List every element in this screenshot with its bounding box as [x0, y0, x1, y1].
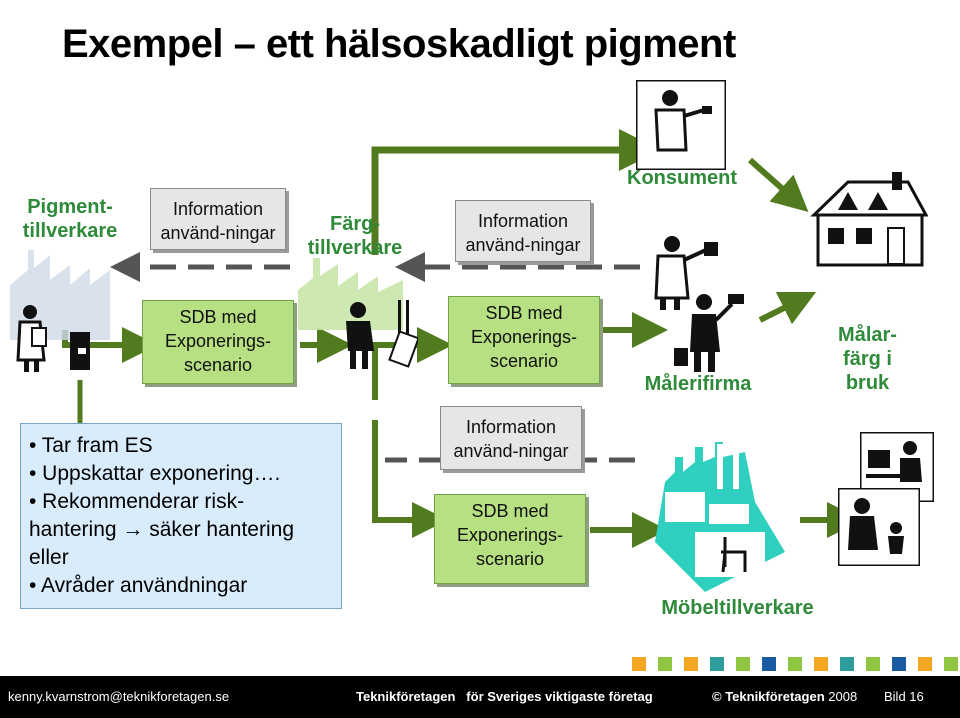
decor-square [788, 657, 802, 671]
sdb-line1: SDB med [471, 501, 549, 521]
actor-mobeltillverkare: Möbeltillverkare [661, 597, 814, 619]
sdb-box-3: SDB med Exponerings- scenario [434, 494, 586, 584]
pigment-factory-icon [10, 250, 110, 340]
furniture-factory-icon [655, 442, 785, 592]
bullet-list-box: • Tar fram ES • Uppskattar exponering…. … [20, 423, 342, 609]
actor-label-line1: Pigment- [27, 196, 113, 218]
consumer-sprayer-icon [654, 236, 718, 310]
sdb-box-2: SDB med Exponerings- scenario [448, 296, 600, 384]
info-line2: använd-ningar [160, 223, 276, 243]
sdb-line2: Exponerings- [470, 327, 578, 347]
info-box-2: Information använd-ningar [455, 200, 591, 262]
actor-label-line1: Färg- [330, 213, 380, 235]
worker-farg-icon [346, 300, 418, 369]
bullet-item: • Avråder användningar [29, 574, 248, 597]
sdb-line2: Exponerings- [456, 525, 564, 545]
decor-square [684, 657, 698, 671]
sdb-line1: SDB med [179, 307, 257, 327]
decor-square [736, 657, 750, 671]
info-line1: Information [172, 199, 264, 219]
decor-square [710, 657, 724, 671]
decor-square [762, 657, 776, 671]
bullet-item-cont: hantering → säker hantering [29, 518, 294, 541]
actor-label-line2: tillverkare [307, 237, 403, 259]
page-title: Exempel – ett hälsoskadligt pigment [62, 22, 736, 66]
footer-copyright: © Teknikföretagen 2008 [712, 689, 857, 704]
decor-square [944, 657, 958, 671]
painting-contractor-icon [674, 294, 744, 372]
bullet-item: • Tar fram ES [29, 434, 153, 457]
footer-email: kenny.kvarnstrom@teknikforetagen.se [8, 689, 230, 704]
actor-pigmenttillverkare: Pigment- tillverkare [6, 195, 134, 243]
sdb-box-1: SDB med Exponerings- scenario [142, 300, 294, 384]
decor-square [632, 657, 646, 671]
footer-org: Teknikföretagen för Sveriges viktigaste … [356, 689, 653, 704]
footer-bar [0, 676, 960, 718]
footer-copyright-year: 2008 [828, 689, 858, 704]
mother-child-icon [838, 488, 920, 566]
decor-square [866, 657, 880, 671]
worker-pigment-icon [16, 305, 90, 372]
info-line2: använd-ningar [465, 235, 581, 255]
info-box-3: Information använd-ningar [440, 406, 582, 470]
info-line2: använd-ningar [453, 441, 569, 461]
actor-malerifirma: Målerifirma [644, 373, 752, 395]
bullet-item-cont: eller [29, 546, 69, 569]
footer-org-rest: för Sveriges viktigaste företag [466, 689, 653, 704]
decor-square [658, 657, 672, 671]
farg-factory-icon [298, 258, 403, 330]
bullet-item: • Uppskattar exponering…. [29, 462, 281, 485]
sdb-line2: Exponerings- [164, 331, 272, 351]
footer-copyright-bold: © Teknikföretagen [712, 689, 825, 704]
footer-slide-number: Bild 16 [884, 689, 924, 704]
info-line1: Information [465, 417, 557, 437]
sdb-line3: scenario [489, 351, 559, 371]
decor-square [814, 657, 828, 671]
decor-square [892, 657, 906, 671]
consumer-painter-icon [636, 80, 726, 170]
actor-fargtillverkare: Färg- tillverkare [290, 212, 420, 260]
sdb-line3: scenario [183, 355, 253, 375]
actor-konsument: Konsument [627, 167, 737, 189]
house-icon [810, 172, 928, 267]
info-box-1: Information använd-ningar [150, 188, 286, 250]
info-line1: Information [477, 211, 569, 231]
decor-square [840, 657, 854, 671]
actor-label-line1: Målar- [838, 324, 897, 346]
sdb-line3: scenario [475, 549, 545, 569]
decor-square [918, 657, 932, 671]
actor-label-line2: färg i [843, 348, 892, 370]
bullet-item: • Rekommenderar risk- [29, 490, 245, 513]
actor-label-line3: bruk [845, 372, 890, 394]
actor-malarfarg-i-bruk: Målar- färg i bruk [820, 323, 915, 395]
footer-org-bold: Teknikföretagen [356, 689, 456, 704]
actor-label-line2: tillverkare [22, 220, 118, 242]
sdb-line1: SDB med [485, 303, 563, 323]
